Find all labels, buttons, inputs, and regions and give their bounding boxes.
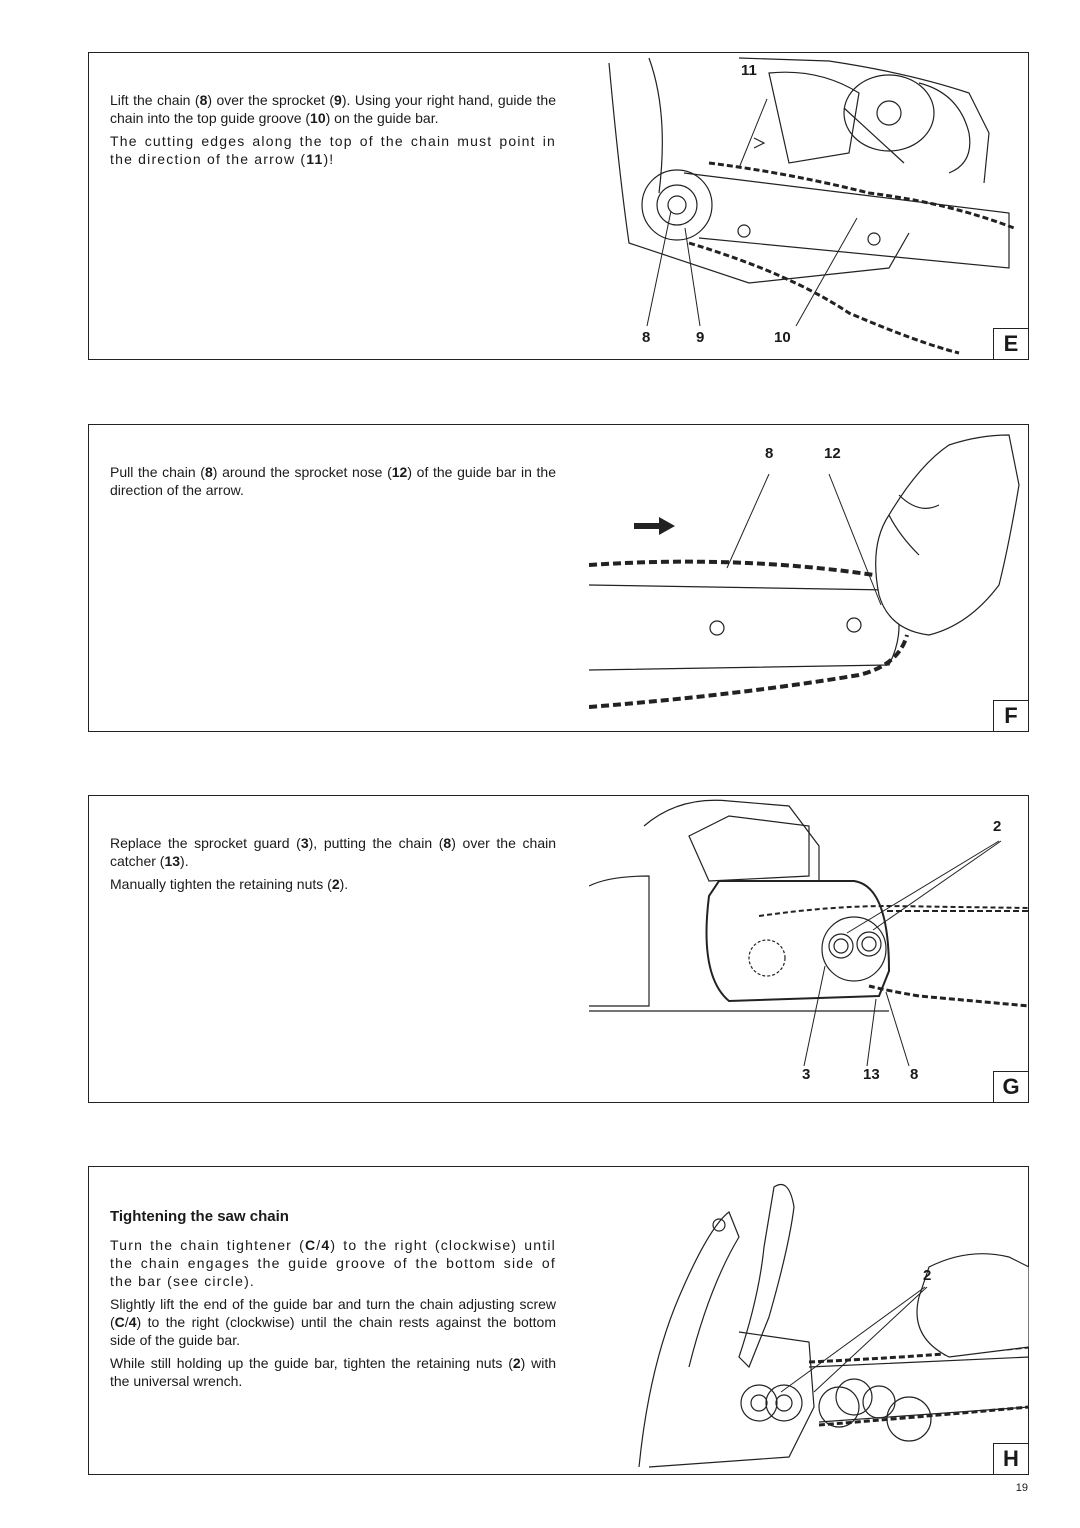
callout-8: 8 xyxy=(910,1066,919,1083)
callout-10: 10 xyxy=(774,329,791,346)
panel-g-text: Replace the sprocket guard (3), putting … xyxy=(110,834,556,898)
callout-11: 11 xyxy=(741,62,757,79)
figure-label-g: G xyxy=(993,1071,1029,1103)
panel-e-text: Lift the chain (8) over the sprocket (9)… xyxy=(110,91,556,173)
panel-g-paragraph-1: Replace the sprocket guard (3), putting … xyxy=(110,835,557,869)
panel-e-paragraph-2: The cutting edges along the top of the c… xyxy=(110,133,556,167)
callout-9: 9 xyxy=(696,329,705,346)
reference-number: 13 xyxy=(164,853,181,869)
reference-number: 8 xyxy=(443,835,452,851)
callout-2: 2 xyxy=(923,1267,932,1284)
reference-number: 8 xyxy=(204,464,213,480)
panel-h-paragraph-2: Slightly lift the end of the guide bar a… xyxy=(110,1296,556,1348)
figure-g-sprocket-guard-illustration xyxy=(589,799,1029,1067)
figure-f-guide-bar-illustration xyxy=(589,434,1020,709)
panel-f-paragraph-1: Pull the chain (8) around the sprocket n… xyxy=(110,464,556,498)
figure-h-tightening-illustration xyxy=(638,1183,1029,1468)
reference-number: 3 xyxy=(300,835,309,851)
instruction-panel-e: Lift the chain (8) over the sprocket (9)… xyxy=(88,52,1029,360)
reference-number: C xyxy=(304,1237,317,1253)
reference-number: 8 xyxy=(199,92,208,108)
section-heading: Tightening the saw chain xyxy=(110,1208,289,1225)
figure-label-e: E xyxy=(993,328,1029,360)
callout-3: 3 xyxy=(802,1066,811,1083)
figure-e-chain-sprocket-illustration xyxy=(608,57,1015,355)
reference-number: 11 xyxy=(306,151,324,167)
panel-h-paragraph-1: Turn the chain tightener (C/4) to the ri… xyxy=(110,1237,556,1289)
figure-label-h: H xyxy=(993,1443,1029,1475)
instruction-panel-h: Tightening the saw chain Turn the chain … xyxy=(88,1166,1029,1475)
panel-f-text: Pull the chain (8) around the sprocket n… xyxy=(110,463,556,504)
reference-number: 10 xyxy=(310,110,326,126)
reference-number: 12 xyxy=(391,464,408,480)
instruction-panel-g: Replace the sprocket guard (3), putting … xyxy=(88,795,1029,1103)
reference-number: 9 xyxy=(334,92,342,108)
instruction-panel-f: Pull the chain (8) around the sprocket n… xyxy=(88,424,1029,732)
page-number: 19 xyxy=(1015,1482,1028,1494)
panel-h-text: Tightening the saw chain Turn the chain … xyxy=(110,1208,556,1395)
callout-8: 8 xyxy=(765,445,774,462)
panel-g-paragraph-2: Manually tighten the retaining nuts (2). xyxy=(110,876,349,892)
callout-12: 12 xyxy=(824,445,841,462)
panel-h-paragraph-3: While still holding up the guide bar, ti… xyxy=(110,1355,556,1389)
reference-number: 2 xyxy=(331,876,340,892)
reference-number: 2 xyxy=(512,1355,521,1371)
callout-2: 2 xyxy=(993,818,1002,835)
panel-e-paragraph-1: Lift the chain (8) over the sprocket (9)… xyxy=(110,92,557,126)
reference-number: 4 xyxy=(128,1314,137,1330)
reference-number: C xyxy=(114,1314,125,1330)
figure-label-f: F xyxy=(993,700,1029,732)
reference-number: 4 xyxy=(321,1237,331,1253)
callout-13: 13 xyxy=(863,1066,880,1083)
callout-8: 8 xyxy=(642,329,651,346)
